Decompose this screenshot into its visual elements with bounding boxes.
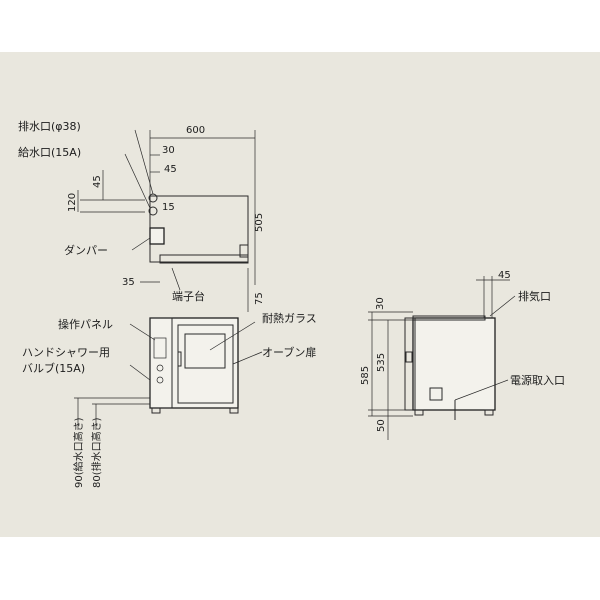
terminal-leader (171, 267, 181, 291)
dim-75: 75 (254, 292, 265, 305)
exhaust-leader (489, 295, 516, 317)
foot-right (229, 407, 239, 414)
top-view: 600 30 45 505 45 120 15 排水口(φ38) 給水口(15A… (18, 119, 265, 312)
label-water-inlet: 給水口(15A) (18, 145, 81, 159)
side-view: 45 30 585 535 50 排気口 電源取入口 (360, 270, 565, 440)
door-leader (232, 351, 263, 365)
side-top-rail (412, 315, 486, 321)
panel-button (156, 376, 164, 384)
dim-585: 585 (360, 366, 371, 385)
label-power-inlet: 電源取入口 (510, 373, 565, 387)
door-handle (177, 351, 182, 367)
drawing-sheet (0, 52, 600, 537)
dim-v45: 45 (92, 175, 103, 188)
label-terminal-block: 端子台 (172, 289, 205, 303)
inlet-leader (124, 153, 151, 209)
dim-535: 535 (376, 353, 387, 372)
dim-505: 505 (254, 213, 265, 232)
terminal-box (239, 244, 249, 258)
rear-rail (159, 254, 249, 264)
unit-front-body (149, 317, 239, 409)
dim-top-45: 45 (498, 270, 511, 281)
front-view: 操作パネル ハンドシャワー用 バルブ(15A) 耐熱ガラス オーブン扉 90(給… (22, 312, 317, 488)
dim-30: 30 (162, 145, 175, 156)
unit-side-body (412, 317, 496, 411)
label-hand-shower-1: ハンドシャワー用 (22, 346, 110, 359)
dim-v120: 120 (67, 193, 78, 212)
side-handle (405, 351, 413, 363)
control-panel-area (149, 317, 173, 409)
side-foot-right (484, 409, 494, 416)
label-heat-glass: 耐熱ガラス (262, 312, 317, 325)
dim-top-30: 30 (375, 297, 386, 310)
side-inlet-box (429, 387, 443, 401)
dim-600: 600 (186, 125, 205, 136)
valve-leader (129, 364, 151, 381)
dim-35: 35 (122, 277, 135, 288)
heat-glass-window (184, 333, 226, 369)
label-hand-shower-2: バルブ(15A) (22, 361, 85, 375)
label-oven-door: オーブン扉 (262, 345, 316, 359)
panel-knob (156, 364, 164, 372)
drain-leader (134, 129, 154, 195)
dim-50: 50 (376, 419, 387, 432)
label-drain-port: 排水口(φ38) (18, 119, 81, 133)
panel-display (153, 337, 167, 359)
dim-inlet-height: 90(給水口高さ) (72, 417, 85, 488)
control-panel-leader (129, 323, 156, 341)
dim-15: 15 (162, 202, 175, 213)
label-exhaust-port: 排気口 (518, 289, 551, 303)
power-leader (454, 379, 509, 401)
label-control-panel: 操作パネル (58, 317, 113, 331)
side-foot-left (414, 409, 424, 416)
foot-left (151, 407, 161, 414)
damper-box (149, 227, 165, 245)
dim-drain-height: 80(排水口高さ) (90, 417, 103, 488)
label-damper: ダンパー (64, 243, 108, 257)
damper-leader (131, 237, 151, 251)
glass-leader (209, 321, 256, 351)
dim-45: 45 (164, 164, 177, 175)
inlet-port-mark (148, 206, 158, 216)
